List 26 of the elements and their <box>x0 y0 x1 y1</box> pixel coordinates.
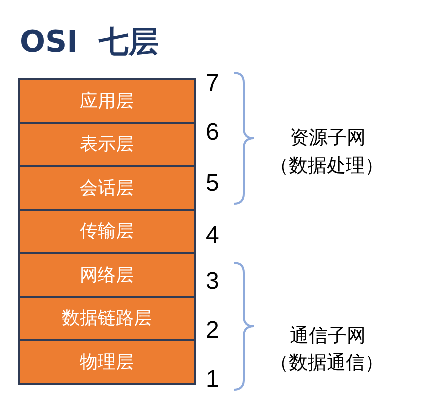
layer-number: 3 <box>206 268 220 296</box>
layer-box <box>18 296 196 341</box>
layer-name: 应用层 <box>80 90 134 113</box>
layer-number: 4 <box>206 222 220 250</box>
group-description: （数据处理） <box>270 154 384 179</box>
layer-box <box>18 208 196 254</box>
layer-name: 会话层 <box>80 176 134 200</box>
layer-box <box>18 122 196 167</box>
group-label: 资源子网 <box>290 126 366 151</box>
layer-box <box>18 252 196 298</box>
layer-name: 网络层 <box>80 264 134 287</box>
layer-number: 5 <box>206 170 220 198</box>
title: OSI 七层 <box>20 24 160 62</box>
group-description: （数据通信） <box>270 351 384 376</box>
layer-number: 1 <box>206 366 220 394</box>
layer-name: 表示层 <box>80 133 134 156</box>
layer-box <box>18 78 196 124</box>
layer-name: 物理层 <box>80 350 134 374</box>
group-label: 通信子网 <box>290 324 366 349</box>
layer-number: 2 <box>206 317 220 345</box>
layer-number: 6 <box>206 119 220 147</box>
layer-name: 数据链路层 <box>62 307 152 330</box>
layer-number: 7 <box>206 70 220 98</box>
layer-name: 传输层 <box>80 220 134 244</box>
layer-box <box>18 165 196 210</box>
layer-box <box>18 339 196 384</box>
